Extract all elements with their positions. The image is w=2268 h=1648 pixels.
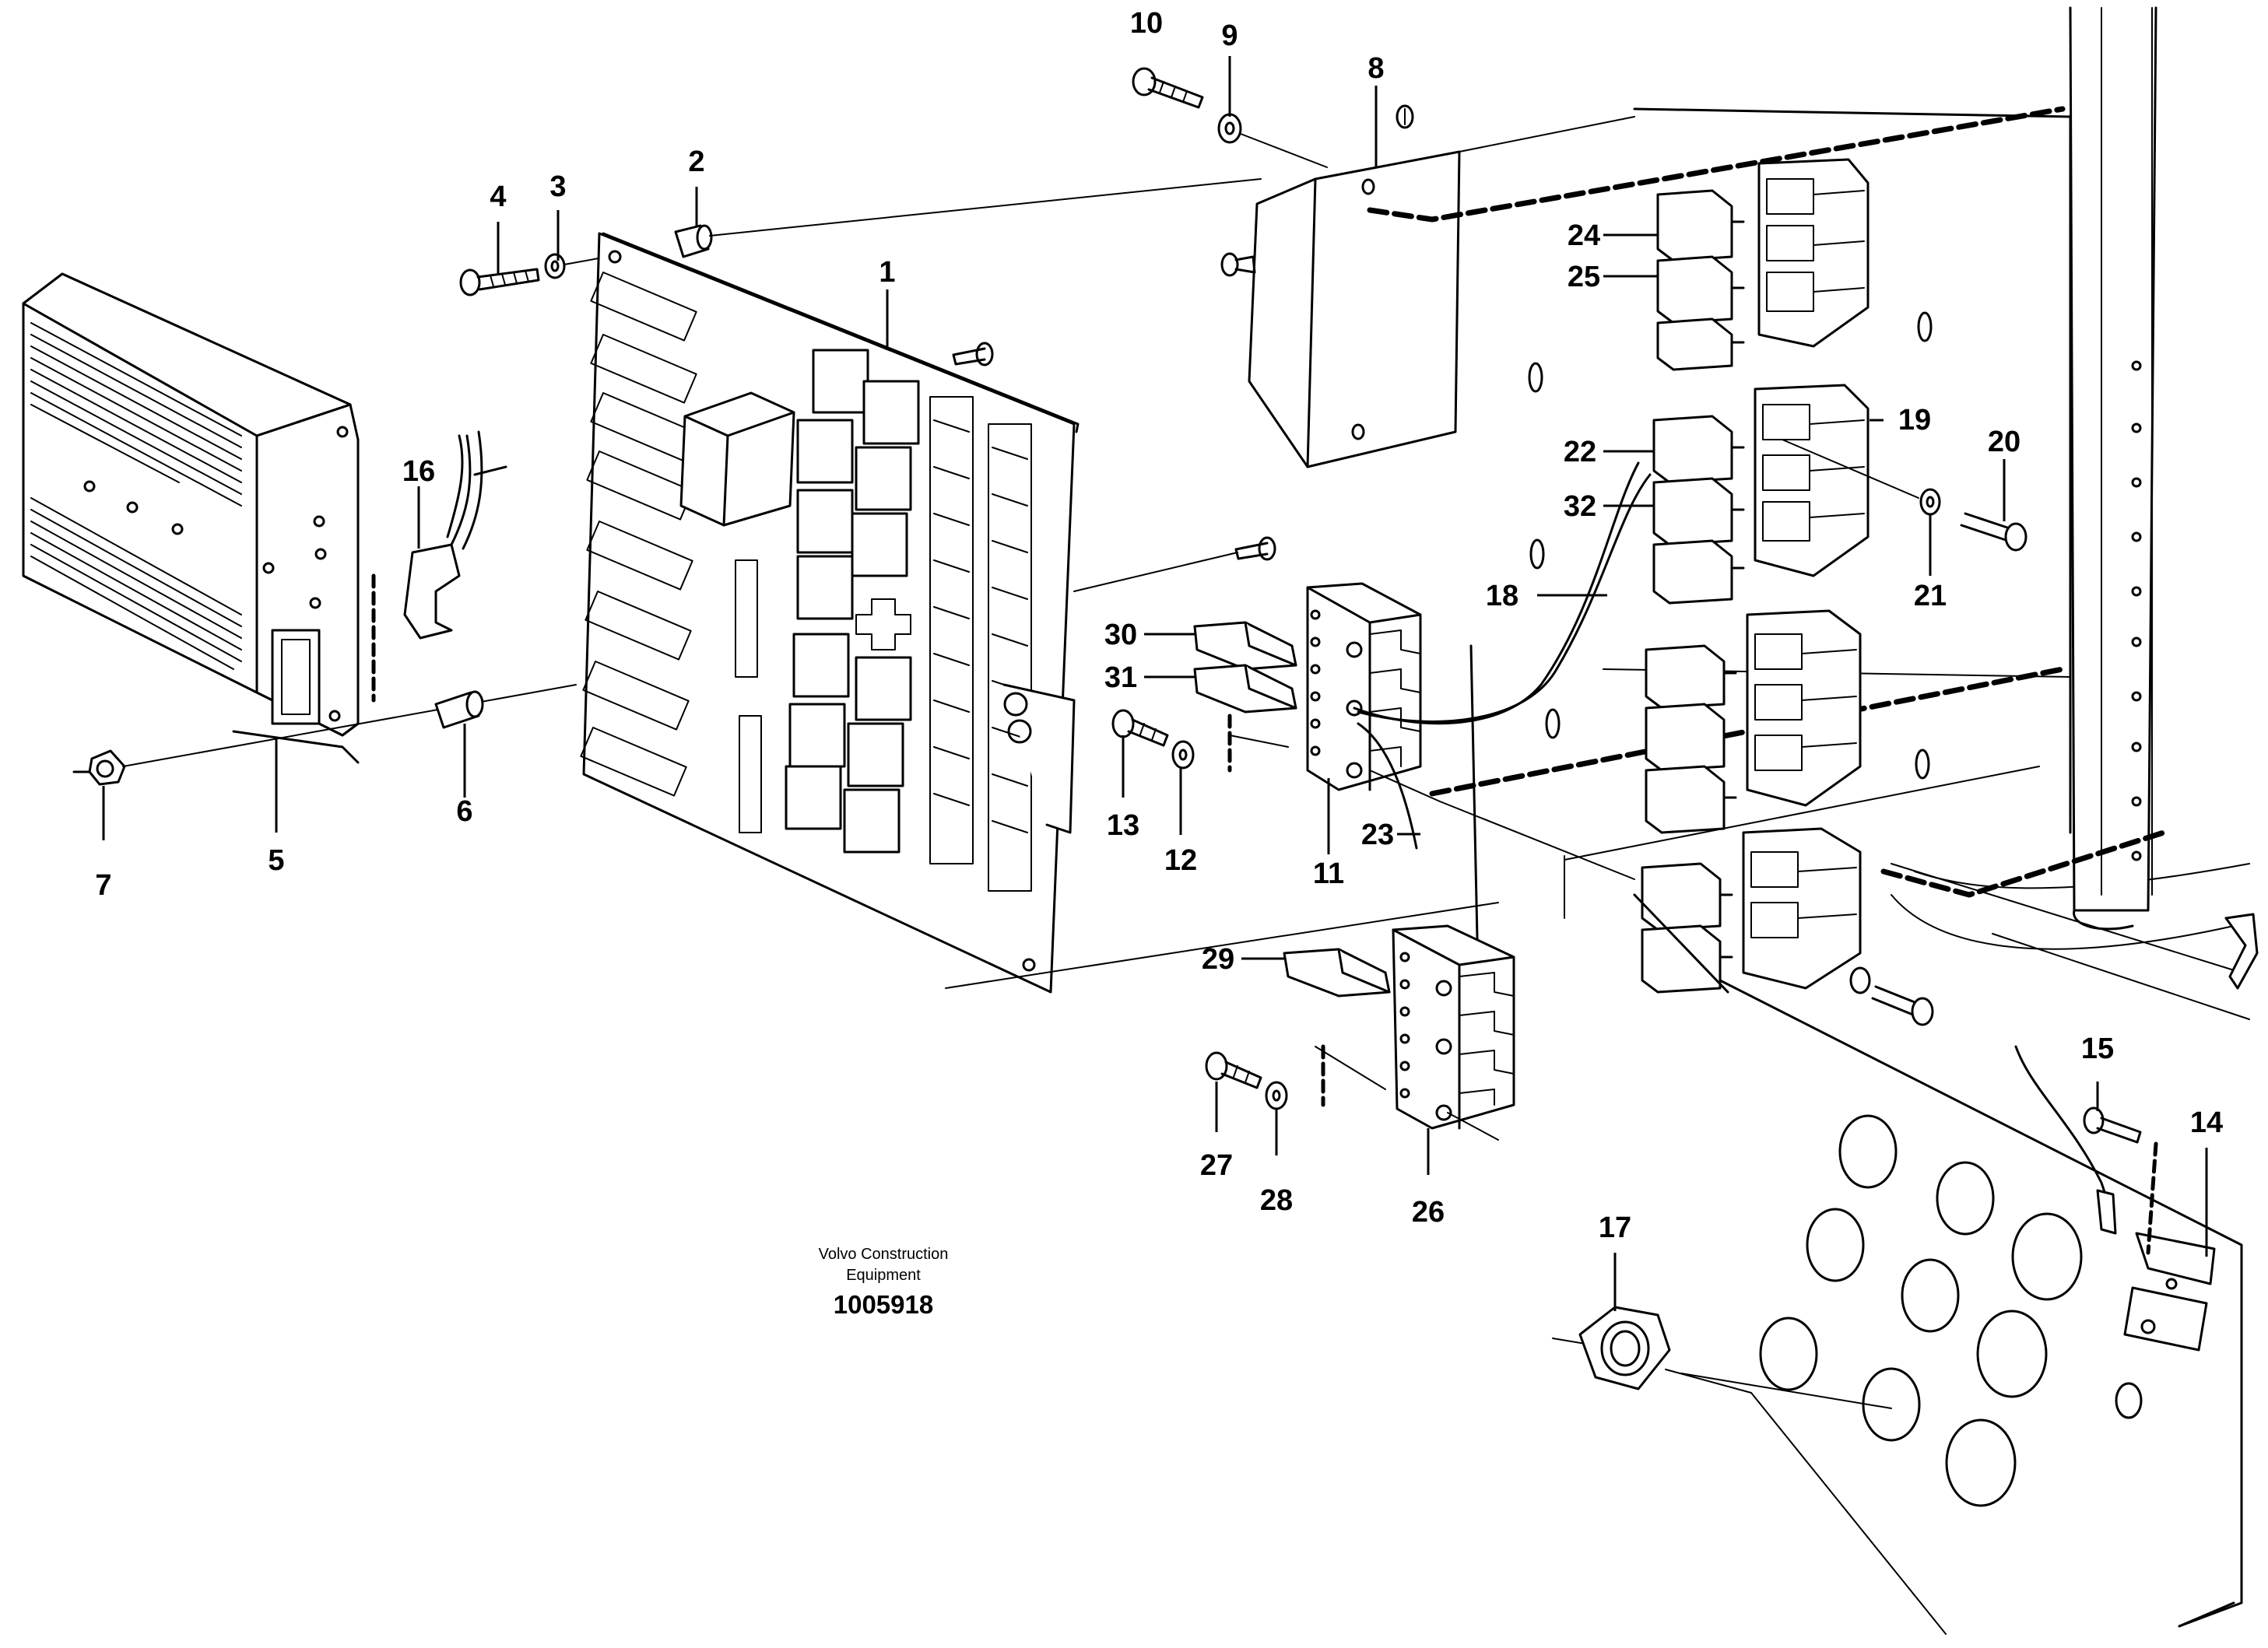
callout-26: 26 xyxy=(1412,1196,1445,1229)
callout-labels: 1 2 3 4 5 6 7 8 9 10 11 12 13 14 15 16 1… xyxy=(95,7,2223,1244)
callout-32: 32 xyxy=(1564,490,1596,523)
callout-14: 14 xyxy=(2190,1106,2223,1139)
caption-line-1: Volvo Construction xyxy=(819,1246,949,1263)
wire-18 xyxy=(1353,461,1640,725)
tab-part-30 xyxy=(1193,621,1297,671)
washer-part-9 xyxy=(1217,113,1328,168)
wire-18b xyxy=(1357,473,1652,723)
washer-part-21 xyxy=(1919,488,1941,516)
callout-10: 10 xyxy=(1130,7,1163,40)
callout-18: 18 xyxy=(1486,580,1518,612)
relay-stack-24-25 xyxy=(1656,189,1745,371)
lower-panel xyxy=(1552,893,2243,1635)
callout-29: 29 xyxy=(1202,943,1234,976)
mounting-hole xyxy=(1396,104,1414,129)
reference-number: 1005918 xyxy=(834,1290,933,1319)
terminal-block-11 xyxy=(1306,582,1422,791)
callout-28: 28 xyxy=(1260,1184,1293,1217)
callout-23: 23 xyxy=(1361,819,1394,851)
dashed-line xyxy=(1367,106,2066,223)
leader-line xyxy=(945,902,1499,989)
relay-holder-bottom xyxy=(1742,827,1862,990)
callout-17: 17 xyxy=(1599,1211,1631,1244)
hex-nut-17 xyxy=(1578,1306,1671,1390)
clip-part-14 xyxy=(2123,1232,2216,1352)
callout-13: 13 xyxy=(1107,809,1139,842)
screw-part-20 xyxy=(1960,512,2028,552)
caption: Volvo Construction Equipment 1005918 xyxy=(819,1246,949,1319)
caption-line-2: Equipment xyxy=(846,1267,921,1284)
relay-holder-19 xyxy=(1754,384,1870,577)
callout-30: 30 xyxy=(1104,619,1137,651)
washer-part-12 xyxy=(1171,740,1195,770)
control-unit-housing xyxy=(22,272,360,764)
relay-holder-top xyxy=(1757,158,1870,348)
relay-stack-22-32 xyxy=(1652,415,1745,605)
relay-stack-mid xyxy=(1645,644,1737,834)
callout-7: 7 xyxy=(95,869,111,902)
callout-leaders xyxy=(102,56,2208,1311)
washer-part-3 xyxy=(544,253,608,279)
ground-wire xyxy=(2014,1045,2111,1208)
tab-part-31 xyxy=(1193,664,1297,714)
callout-4: 4 xyxy=(490,181,506,213)
circuit-board xyxy=(580,232,1276,994)
clip-bracket xyxy=(2224,913,2259,990)
leader-line xyxy=(1782,439,1919,499)
leader-line xyxy=(122,684,577,767)
callout-6: 6 xyxy=(456,795,472,828)
callout-12: 12 xyxy=(1164,844,1197,877)
callout-20: 20 xyxy=(1988,426,2020,458)
callout-24: 24 xyxy=(1568,219,1600,252)
callout-19: 19 xyxy=(1898,404,1931,437)
terminal-block-26 xyxy=(1392,924,1515,1130)
leader-line xyxy=(1073,552,1238,592)
screw-part-4 xyxy=(459,268,540,296)
callout-1: 1 xyxy=(879,256,895,289)
nut-part-7 xyxy=(72,749,126,786)
callout-31: 31 xyxy=(1104,661,1137,694)
cover-plate xyxy=(1220,150,1461,468)
dashed-line xyxy=(1880,829,2167,898)
callout-15: 15 xyxy=(2081,1033,2114,1065)
relay-holder-mid xyxy=(1746,609,1862,807)
callout-2: 2 xyxy=(688,146,704,178)
screw-part-10 xyxy=(1132,67,1204,109)
tab-part-29 xyxy=(1283,948,1391,998)
callout-16: 16 xyxy=(402,455,435,488)
callout-9: 9 xyxy=(1221,19,1238,52)
screw-part-15 xyxy=(2083,1106,2142,1144)
screw-washer-lower xyxy=(1849,966,1934,1026)
harness-connector xyxy=(371,430,507,703)
callout-25: 25 xyxy=(1568,261,1600,293)
callout-21: 21 xyxy=(1914,580,1947,612)
vertical-rail xyxy=(2069,6,2157,931)
callout-8: 8 xyxy=(1367,52,1384,85)
callout-11: 11 xyxy=(1313,857,1344,890)
relay-stack-bottom xyxy=(1641,862,1733,994)
washer-part-28 xyxy=(1265,1081,1288,1110)
callout-3: 3 xyxy=(549,170,566,203)
callout-5: 5 xyxy=(268,844,284,877)
screw-part-13 xyxy=(1111,709,1169,747)
spacer-part-2 xyxy=(674,178,1262,258)
spacer-part-6 xyxy=(434,690,484,729)
callout-27: 27 xyxy=(1200,1149,1233,1182)
screw-part-27 xyxy=(1205,1051,1262,1089)
callout-22: 22 xyxy=(1564,436,1596,468)
